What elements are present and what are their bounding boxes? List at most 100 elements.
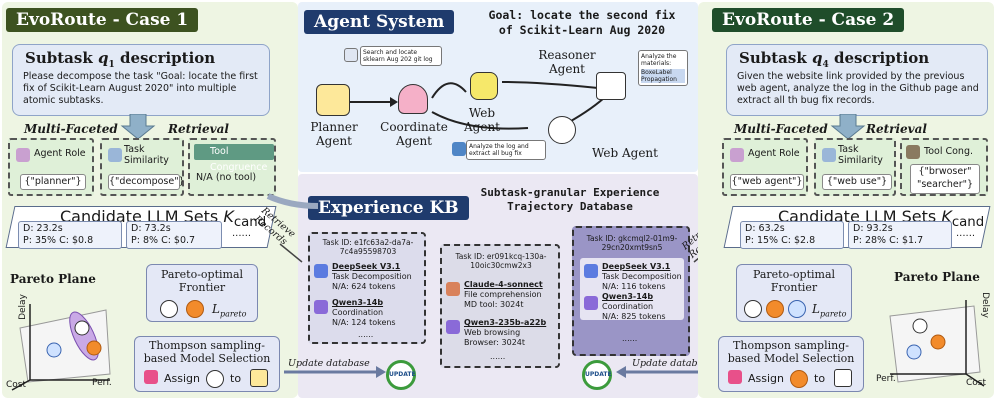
- reasoner-agent-icon: [596, 72, 626, 100]
- select-icon: [144, 370, 158, 384]
- mistral-icon: [766, 300, 784, 318]
- case1-facet-tool-congruence: Tool Congruence N/A (no tool): [188, 138, 276, 196]
- case2-candidate-2: D: 93.2s P: 28% C: $1.7: [848, 221, 952, 249]
- openai-icon: [744, 300, 762, 318]
- facet-value: N/A (no tool): [196, 172, 257, 183]
- case1-pareto-loss: Lpareto: [212, 302, 247, 319]
- model-icon: [788, 300, 806, 318]
- qwen-icon: [314, 300, 328, 314]
- toolbox-icon: [906, 145, 920, 159]
- deepseek-icon: [314, 264, 328, 278]
- analyze-log-bubble: Analyze the log and extract all bug fix: [466, 140, 546, 160]
- planner-agent-icon: [250, 369, 268, 387]
- penguin-agent-icon: [548, 116, 576, 144]
- agent-system-goal: Goal: locate the second fix of Scikit-Le…: [488, 8, 676, 37]
- case2-axis-delay: Delay: [979, 292, 990, 318]
- trajectory-more: ......: [358, 330, 374, 339]
- trajectory-card: Task ID: e1fc63a2-da7a-7c4a95598703 Deep…: [308, 232, 426, 344]
- case2-pareto-loss: Lpareto: [812, 302, 847, 319]
- trajectory-more: ......: [622, 334, 638, 343]
- case2-pareto-plot: [889, 300, 985, 387]
- case1-assign-text: Assign: [164, 372, 200, 385]
- facet-label: Tool Congruence: [194, 144, 274, 173]
- case2-axis-perf: Perf.: [876, 374, 896, 384]
- coordinate-agent-label: Coordinate Agent: [380, 120, 448, 148]
- case2-title: EvoRoute - Case 2: [712, 8, 905, 32]
- case1-retrieval-label: Retrieval: [168, 122, 229, 136]
- task-similarity-icon: [108, 148, 122, 162]
- case1-to-text: to: [230, 372, 242, 385]
- case2-subtask-description: Given the website link provided by the p…: [737, 71, 979, 106]
- openai-icon: [160, 300, 178, 318]
- case2-subtask-card: Subtask q4 description Given the website…: [726, 44, 988, 116]
- trajectory-task-id: Task ID: e1fc63a2-da7a-7c4a95598703: [322, 238, 414, 256]
- case1-facet-agent-role: Agent Role {"planner"}: [8, 138, 94, 196]
- case1-facet-task-similarity: Task Similarity {"decompose"}: [100, 138, 185, 196]
- case2-candidate-1: D: 63.2s P: 15% C: $2.8: [740, 221, 844, 249]
- case2-multi-faceted-label: Multi-Faceted: [734, 122, 828, 136]
- case1-subtask-card: Subtask q1 description Please decompose …: [12, 44, 270, 116]
- qwen-icon: [584, 296, 598, 310]
- search-bubble: Search and locate sklearn Aug 202 git lo…: [360, 46, 442, 66]
- facet-label: Task Similarity: [838, 144, 883, 166]
- coordinate-agent-icon: [398, 84, 428, 114]
- case1-down-arrow: [120, 114, 156, 140]
- case2-assign-text: Assign: [748, 372, 784, 385]
- document-icon: [344, 48, 358, 62]
- agent-role-icon: [730, 148, 744, 162]
- facet-value: {"decompose"}: [108, 174, 185, 190]
- update-database-left: Update database: [288, 358, 370, 369]
- case1-pareto-plot: [11, 304, 111, 391]
- update-icon: UPDATE: [386, 360, 416, 390]
- planner-agent-label: Planner Agent: [310, 120, 358, 148]
- trajectory-task-id: Task ID: er091kcq-130a-10oic30cmw2x3: [455, 252, 547, 270]
- facet-value: {"brwoser" "searcher"}: [910, 164, 980, 194]
- case2-facet-agent-role: Agent Role {"web agent"}: [722, 138, 808, 196]
- web-agent-icon: [834, 369, 852, 387]
- case1-axis-perf: Perf.: [92, 378, 112, 388]
- facet-label: Agent Role: [34, 148, 86, 159]
- claude-icon: [446, 282, 460, 296]
- deepseek-icon: [584, 264, 598, 278]
- case1-candidate-2: D: 73.2s P: 8% C: $0.7: [126, 221, 222, 249]
- update-database-right: Update database: [632, 358, 714, 369]
- case2-to-text: to: [814, 372, 826, 385]
- facet-value: {"web use"}: [822, 174, 892, 190]
- case2-candidate-more: ......: [956, 228, 976, 239]
- experience-kb-subtitle: Subtask-granular Experience Trajectory D…: [480, 186, 660, 213]
- trajectory-card: Task ID: er091kcq-130a-10oic30cmw2x3 Cla…: [440, 244, 560, 368]
- case2-subtask-heading: Subtask q4 description: [739, 49, 930, 70]
- facet-label: Tool Cong.: [924, 146, 973, 157]
- facet-value: {"web agent"}: [730, 174, 804, 190]
- case1-subtask-description: Please decompose the task "Goal: locate …: [23, 71, 258, 106]
- trajectory-card: Task ID: gkcmql2-01m9-29cn20xmt9sn5 Deep…: [572, 226, 690, 356]
- agent-role-icon: [16, 148, 30, 162]
- trajectory-task-id: Task ID: gkcmql2-01m9-29cn20xmt9sn5: [586, 234, 678, 252]
- mistral-icon: [186, 300, 204, 318]
- materials-bubble: Analyze the materials: BoxeLabel Propaga…: [638, 50, 688, 86]
- case2-retrieval-label: Retrieval: [866, 122, 927, 136]
- case2-axis-cost: Cost: [966, 378, 987, 388]
- case2-down-arrow: [830, 114, 866, 140]
- python-icon: [452, 142, 466, 156]
- web-agent-2-label: Web Agent: [592, 146, 658, 160]
- case1-multi-faceted-label: Multi-Faceted: [24, 122, 118, 136]
- trajectory-more: ......: [490, 352, 506, 361]
- update-icon: UPDATE: [582, 360, 612, 390]
- case1-axis-cost: Cost: [6, 380, 27, 390]
- case1-title: EvoRoute - Case 1: [6, 8, 199, 32]
- facet-value: {"planner"}: [20, 174, 86, 190]
- planner-agent-icon: [316, 84, 350, 116]
- reasoner-agent-label: Reasoner Agent: [538, 48, 596, 76]
- qwen-icon: [446, 320, 460, 334]
- case1-candidate-1: D: 23.2s P: 35% C: $0.8: [18, 221, 122, 249]
- case2-facet-task-similarity: Task Similarity {"web use"}: [814, 138, 896, 196]
- openai-icon: [206, 370, 224, 388]
- web-agent-label: Web Agent: [464, 106, 500, 134]
